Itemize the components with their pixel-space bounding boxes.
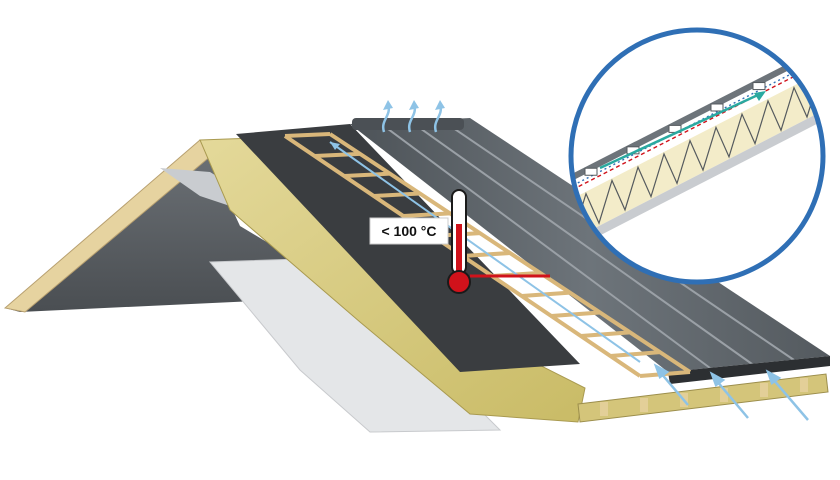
inset-airflow-arrow bbox=[599, 92, 761, 170]
inset-clip bbox=[752, 82, 766, 91]
inset-ring bbox=[568, 27, 826, 285]
batten-rung bbox=[403, 211, 451, 218]
airflow-up-arrow-icon bbox=[407, 100, 419, 133]
roof-membrane bbox=[236, 124, 580, 372]
batten-rung bbox=[551, 310, 601, 318]
temperature-callout: < 100 °C bbox=[369, 217, 449, 245]
batten-rung bbox=[610, 350, 661, 358]
airflow-arrow-icon bbox=[709, 371, 749, 419]
inset-clip bbox=[794, 60, 808, 69]
batten-rung bbox=[284, 132, 331, 138]
inset-clip bbox=[584, 167, 598, 176]
ridge-outlet-arrows bbox=[381, 100, 445, 133]
airflow-arrow-icon bbox=[329, 141, 641, 363]
batten-rung bbox=[462, 251, 511, 258]
airflow-up-arrow-icon bbox=[433, 100, 445, 133]
thermometer-icon bbox=[447, 189, 471, 294]
temperature-label: < 100 °C bbox=[381, 223, 436, 239]
airflow-up-arrow-icon bbox=[381, 100, 393, 133]
inset-clip bbox=[710, 103, 724, 112]
airflow-arrow-icon bbox=[765, 369, 809, 421]
batten-rung bbox=[580, 330, 631, 338]
detail-inset bbox=[568, 27, 826, 285]
airflow-arrows bbox=[329, 141, 641, 363]
batten-rung bbox=[314, 151, 361, 158]
insulation-zigzag bbox=[571, 60, 823, 239]
batten-rung bbox=[344, 171, 391, 178]
batten-rung bbox=[373, 191, 421, 198]
airflow-arrow-icon bbox=[653, 363, 689, 406]
inlet-arrows bbox=[653, 363, 809, 421]
